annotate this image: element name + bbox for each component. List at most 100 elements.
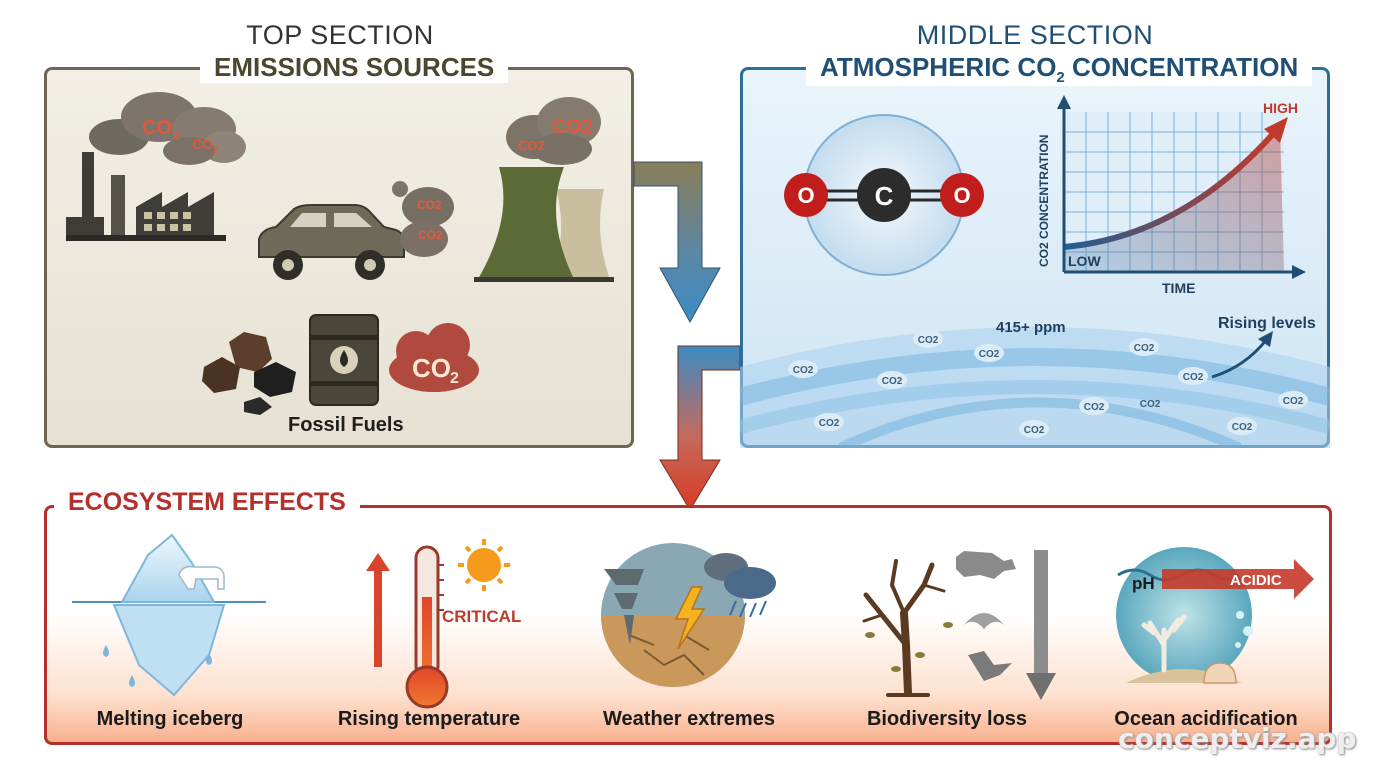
oil-barrel-icon xyxy=(309,314,379,406)
tiger-icon xyxy=(956,551,1016,579)
svg-text:CO2: CO2 xyxy=(882,376,903,387)
high-arrowhead-icon xyxy=(1264,117,1288,143)
atmosphere-title-prefix: ATMOSPHERIC CO xyxy=(820,52,1057,82)
graph-y-axis-label: CO2 CONCENTRATION xyxy=(1037,135,1051,267)
coral-silhouette-icon xyxy=(964,613,1004,629)
effect-label-weather-extremes: Weather extremes xyxy=(603,708,775,730)
atmosphere-title: ATMOSPHERIC CO2 CONCENTRATION xyxy=(806,52,1313,87)
effects-title: ECOSYSTEM EFFECTS xyxy=(54,488,360,517)
co2-bubble: CO2 xyxy=(788,360,818,378)
effects-illustration: CRITICAL p xyxy=(72,533,1314,709)
svg-text:CO2: CO2 xyxy=(418,228,443,242)
fossil-fuels-label: Fossil Fuels xyxy=(288,414,404,436)
atmosphere-layers xyxy=(740,327,1330,448)
svg-text:CO2: CO2 xyxy=(1283,396,1304,407)
watermark: conceptviz.app xyxy=(1118,722,1357,755)
ocean-circle-icon xyxy=(1116,547,1253,684)
effect-label-biodiversity-loss: Biodiversity loss xyxy=(866,708,1028,730)
emissions-illustration: CO 2 CO 2 CO2 CO2 CO xyxy=(66,92,614,415)
svg-text:CO: CO xyxy=(192,136,213,152)
exhaust-cloud-icon: CO2 CO2 xyxy=(392,181,454,257)
effect-label-ocean-acidification: Ocean acidification xyxy=(1114,708,1298,730)
ph-label: pH xyxy=(1132,574,1155,593)
oxygen-left-label: O xyxy=(797,183,814,208)
thermometer-icon xyxy=(366,545,449,709)
factory-icon xyxy=(66,152,226,241)
co2-bubble: CO2 xyxy=(1079,397,1109,415)
svg-text:CO2: CO2 xyxy=(979,349,1000,360)
svg-text:CO2: CO2 xyxy=(1140,399,1161,410)
flow-arrows xyxy=(633,161,741,511)
effect-label-rising-temperature: Rising temperature xyxy=(337,708,521,730)
svg-text:CO2: CO2 xyxy=(793,365,814,376)
atmosphere-title-sub: 2 xyxy=(1056,69,1065,87)
emissions-title: EMISSIONS SOURCES xyxy=(200,52,509,83)
co2-bubble: CO2 xyxy=(1178,367,1208,385)
co2-bubble: CO2 xyxy=(814,413,844,431)
rising-arrowhead-icon xyxy=(1258,331,1273,347)
graph-high-label: HIGH xyxy=(1263,100,1298,116)
ppm-label: 415+ ppm xyxy=(996,319,1066,336)
acidic-arrow-icon xyxy=(1162,559,1314,599)
emissions-to-atmosphere-arrow xyxy=(633,161,721,324)
iceberg-icon xyxy=(72,533,266,697)
dead-tree-icon xyxy=(862,559,946,697)
weather-circle-icon xyxy=(601,543,776,687)
coral-icon xyxy=(1141,614,1187,673)
svg-text:CO2: CO2 xyxy=(1183,372,1204,383)
rising-levels-label: Rising levels xyxy=(1218,315,1316,332)
co2-bubble: CO2 xyxy=(1140,399,1161,410)
acidic-label: ACIDIC xyxy=(1230,572,1282,589)
svg-text:CO: CO xyxy=(412,353,451,383)
graph-low-label: LOW xyxy=(1068,253,1101,269)
svg-text:CO2: CO2 xyxy=(1024,425,1045,436)
svg-text:CO2: CO2 xyxy=(918,335,939,346)
co2-bubbles: CO2 CO2 CO2 CO2 CO2 CO2 CO2 CO2 CO2 CO2 … xyxy=(788,330,1308,438)
svg-text:CO2: CO2 xyxy=(1232,422,1253,433)
svg-text:CO2: CO2 xyxy=(518,138,545,153)
carbon-label: C xyxy=(875,181,894,211)
svg-text:CO2: CO2 xyxy=(1134,343,1155,354)
co2-bubble: CO2 xyxy=(1019,420,1049,438)
svg-text:2: 2 xyxy=(450,370,459,387)
coal-icon xyxy=(202,332,296,415)
top-section-caption: TOP SECTION xyxy=(246,20,434,50)
svg-text:CO: CO xyxy=(142,117,172,139)
concentration-graph xyxy=(1057,95,1306,279)
lightning-icon xyxy=(674,586,706,650)
car-icon xyxy=(258,204,405,280)
effect-label-melting-iceberg: Melting iceberg xyxy=(96,708,244,730)
svg-text:CO2: CO2 xyxy=(819,418,840,429)
sun-icon xyxy=(458,539,510,591)
critical-label: CRITICAL xyxy=(442,607,521,626)
co2-bubble: CO2 xyxy=(1278,391,1308,409)
svg-text:2: 2 xyxy=(213,145,218,155)
middle-section-caption: MIDDLE SECTION xyxy=(916,20,1154,50)
co2-molecule-icon xyxy=(784,114,984,276)
co2-bubble: CO2 xyxy=(1129,338,1159,356)
svg-text:CO2: CO2 xyxy=(1084,402,1105,413)
co2-bubble: CO2 xyxy=(877,371,907,389)
co2-bubble: CO2 xyxy=(1227,417,1257,435)
decline-arrow-icon xyxy=(1034,550,1048,680)
factory-smoke-icon: CO 2 CO 2 xyxy=(89,92,246,165)
plant-smoke-icon: CO2 CO2 xyxy=(506,97,601,165)
cooling-tower-icon xyxy=(474,167,614,282)
co2-cloud-icon: CO 2 xyxy=(389,323,479,392)
co2-bubble: CO2 xyxy=(974,344,1004,362)
polar-bear-icon xyxy=(178,565,225,590)
leaves-icon xyxy=(865,622,953,672)
svg-text:CO2: CO2 xyxy=(552,116,593,138)
atmosphere-title-suffix: CONCENTRATION xyxy=(1064,52,1299,82)
rising-area xyxy=(1064,127,1284,272)
oxygen-right-label: O xyxy=(953,183,970,208)
rising-arrow-icon xyxy=(1211,338,1269,379)
shell-icon xyxy=(1203,662,1237,684)
atmosphere-to-effects-arrow xyxy=(659,345,741,511)
bird-icon xyxy=(968,651,1012,681)
tornado-icon xyxy=(604,569,644,645)
graph-x-axis-label: TIME xyxy=(1162,280,1195,296)
co2-bubble: CO2 xyxy=(913,330,943,348)
svg-text:2: 2 xyxy=(173,129,180,143)
atmosphere-illustration: O C O HIGH LOW TIME CO2 CONCENTRATION CO… xyxy=(740,95,1330,448)
